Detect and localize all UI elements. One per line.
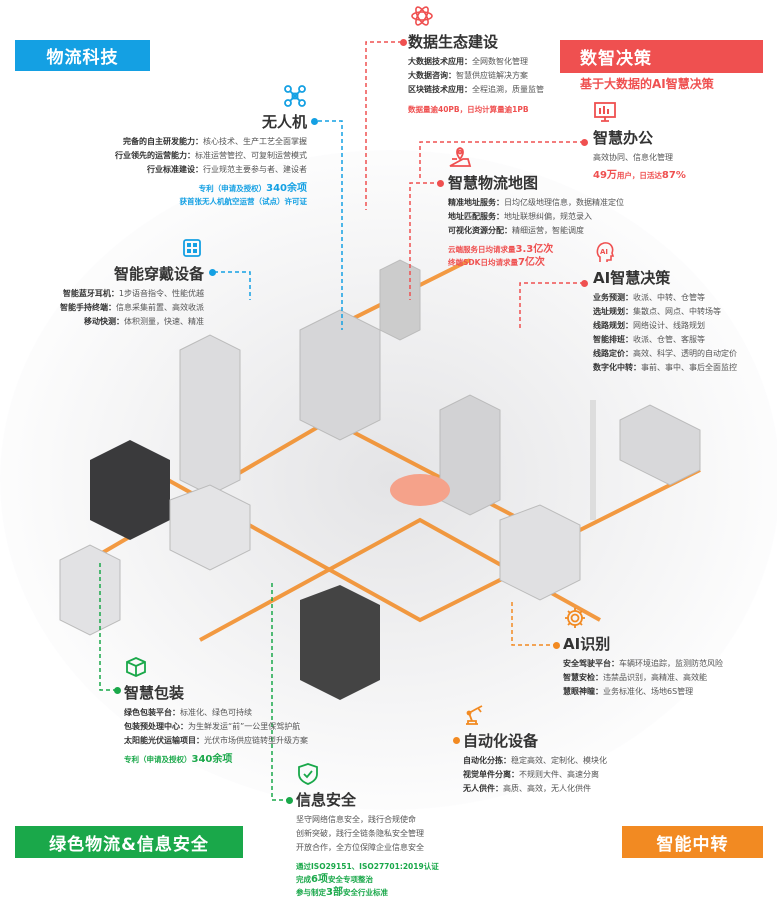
banner-green-logistics-security: 绿色物流&信息安全 (15, 826, 243, 858)
feature-line: 大数据咨询：智慧供应链解决方案 (408, 71, 528, 80)
section-title: 智慧包装 (124, 684, 185, 702)
banner-logistics-tech: 物流科技 (15, 40, 150, 71)
ai-head-icon: AI (596, 242, 615, 262)
highlight-stat: 数据量逾40PB，日均计算量逾1PB (408, 105, 529, 114)
connector-dot (286, 797, 293, 804)
connector-dot (581, 280, 588, 287)
box-icon (126, 657, 146, 677)
highlight-stat: 49万用户，日活达87% (593, 170, 686, 181)
section-drone: 无人机 完备的自主研发能力：核心技术、生产工艺全面掌握 行业领先的运营能力：标准… (115, 84, 307, 208)
monitor-chart-icon (594, 102, 616, 122)
section-title: AI识别 (563, 635, 611, 653)
feature-line: 区块链技术应用：全程追溯，质量监管 (408, 85, 544, 94)
section-title: 无人机 (261, 113, 307, 131)
map-pin-icon (449, 147, 472, 167)
connector-dot (209, 269, 216, 276)
section-wearable: 智能穿戴设备 智能蓝牙耳机：1步语音指令、性能优越 智能手持终端：信息采集前置、… (60, 236, 204, 329)
feature-line: 大数据技术应用：全网数智化管理 (408, 57, 528, 66)
section-title: 智能穿戴设备 (113, 265, 204, 283)
section-title: 数据生态建设 (408, 33, 499, 51)
highlight-stat: 获首张无人机航空运营（试点）许可证 (179, 197, 308, 206)
section-info-security: 信息安全 坚守网络信息安全，践行合规使命 创新突破，践行全链条隐私安全管理 开放… (296, 762, 439, 899)
section-ai-decision: AI AI智慧决策 业务预测：收派、中转、仓管等 选址规划：集散点、网点、中转场… (593, 240, 737, 375)
section-ai-recognition: AI识别 安全驾驶平台：车辆环境追踪，监测防范风险 智慧安检：违禁品识别，高精准… (563, 606, 723, 699)
description: 高效协同、信息化管理 (593, 153, 673, 162)
highlight-stat: 完成6项安全专项整治 (296, 874, 373, 885)
connector-dot (311, 118, 318, 125)
banner-smart-decision: 数智决策 (560, 40, 763, 73)
connector-dot (453, 737, 460, 744)
section-title: 智慧办公 (593, 129, 654, 147)
section-smart-office: 智慧办公 高效协同、信息化管理 49万用户，日活达87% (593, 100, 686, 182)
section-smart-packaging: 智慧包装 绿色包装平台：标准化、绿色可持续 包装预处理中心：为生鲜发运“前”一公… (124, 655, 308, 766)
section-logistics-map: 智慧物流地图 精准地址服务：日均亿级地理信息，数据精准定位 地址匹配服务：地址联… (448, 145, 624, 269)
section-data-ecosystem: 数据生态建设 大数据技术应用：全网数智化管理 大数据咨询：智慧供应链解决方案 区… (408, 4, 544, 116)
connector-dot (581, 139, 588, 146)
gear-icon (565, 608, 585, 628)
highlight-stat: 终端SDK日均请求量7亿次 (448, 257, 545, 268)
highlight-stat: 通过ISO29151、ISO27701:2019认证 (296, 862, 439, 871)
banner-smart-transfer: 智能中转 (622, 826, 763, 858)
section-automation: 自动化设备 自动化分拣：稳定高效、定制化、模块化 视觉单件分离：不规则大件、高速… (463, 703, 607, 796)
highlight-stat: 云端服务日均请求量3.3亿次 (448, 244, 554, 255)
section-title: 信息安全 (296, 791, 357, 809)
highlight-stat: 专利（申请及授权）340余项 (198, 183, 307, 194)
robot-arm-icon (466, 705, 483, 725)
atom-icon (411, 6, 433, 26)
svg-text:AI: AI (600, 248, 608, 256)
decision-subtitle: 基于大数据的AI智慧决策 (580, 77, 714, 91)
connector-dot (400, 39, 407, 46)
section-title: AI智慧决策 (593, 269, 671, 287)
drone-icon (284, 85, 306, 107)
buildings (59, 259, 701, 700)
highlight-stat: 专利（申请及授权）340余项 (124, 754, 233, 765)
section-title: 自动化设备 (463, 732, 539, 750)
connector-dot (553, 642, 560, 649)
chip-icon (183, 239, 201, 257)
connector-dot (114, 687, 121, 694)
connector-dot (437, 180, 444, 187)
highlight-stat: 参与制定3部安全行业标准 (296, 887, 388, 898)
shield-check-icon (298, 763, 318, 785)
section-title: 智慧物流地图 (448, 174, 539, 192)
